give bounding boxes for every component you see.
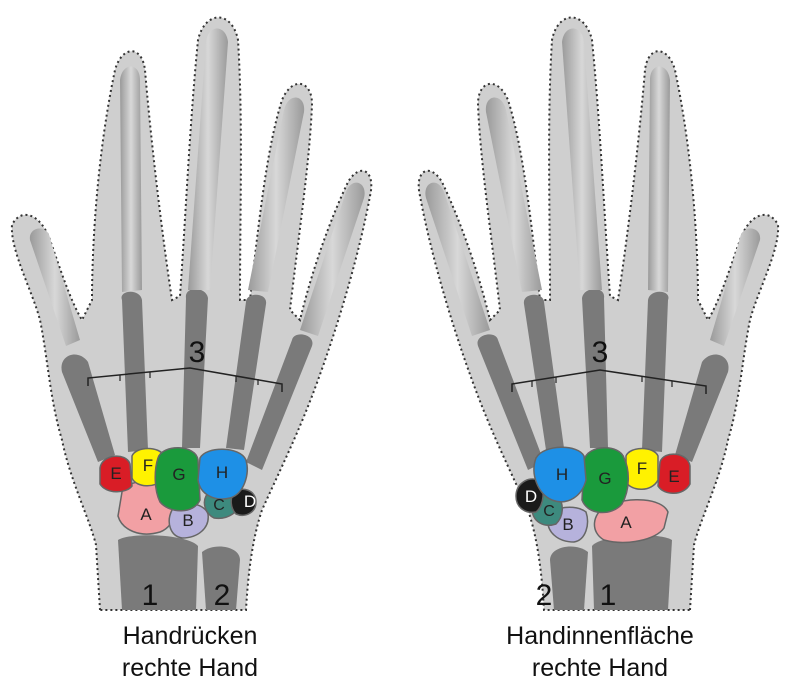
right-hand-caption: Handinnenfläche rechte Hand <box>440 620 760 684</box>
left-label-G: G <box>172 465 185 484</box>
right-label-F: F <box>637 459 647 478</box>
left-label-H: H <box>216 463 228 482</box>
right-label-H: H <box>556 465 568 484</box>
right-caption-line2: rechte Hand <box>440 652 760 684</box>
left-hand: A B C D E F G H 3 1 2 <box>12 18 371 613</box>
left-caption-line1: Handrücken <box>40 620 340 652</box>
left-label-A: A <box>140 505 152 524</box>
left-index-phalanges <box>120 67 142 293</box>
right-label-ulna: 2 <box>536 579 553 612</box>
left-label-metacarpal-3: 3 <box>189 336 206 369</box>
right-hand: A B C D E F G H 3 1 2 <box>419 18 778 613</box>
right-ulna <box>550 546 588 610</box>
left-hand-caption: Handrücken rechte Hand <box>40 620 340 684</box>
left-label-C: C <box>213 497 225 514</box>
right-caption-line1: Handinnenfläche <box>440 620 760 652</box>
right-label-radius: 1 <box>600 579 617 612</box>
left-caption-line2: rechte Hand <box>40 652 340 684</box>
right-label-D: D <box>525 487 537 506</box>
right-label-B: B <box>562 515 573 534</box>
left-label-ulna: 2 <box>214 579 231 612</box>
left-label-radius: 1 <box>142 579 159 612</box>
right-label-metacarpal-3: 3 <box>592 336 609 369</box>
right-index-phalanges <box>648 67 670 293</box>
left-label-F: F <box>143 456 153 475</box>
left-label-D: D <box>244 492 256 511</box>
right-label-A: A <box>620 513 632 532</box>
right-label-G: G <box>598 469 611 488</box>
left-label-B: B <box>182 511 193 530</box>
right-label-C: C <box>543 503 555 520</box>
left-label-E: E <box>110 464 121 483</box>
right-label-E: E <box>668 467 679 486</box>
